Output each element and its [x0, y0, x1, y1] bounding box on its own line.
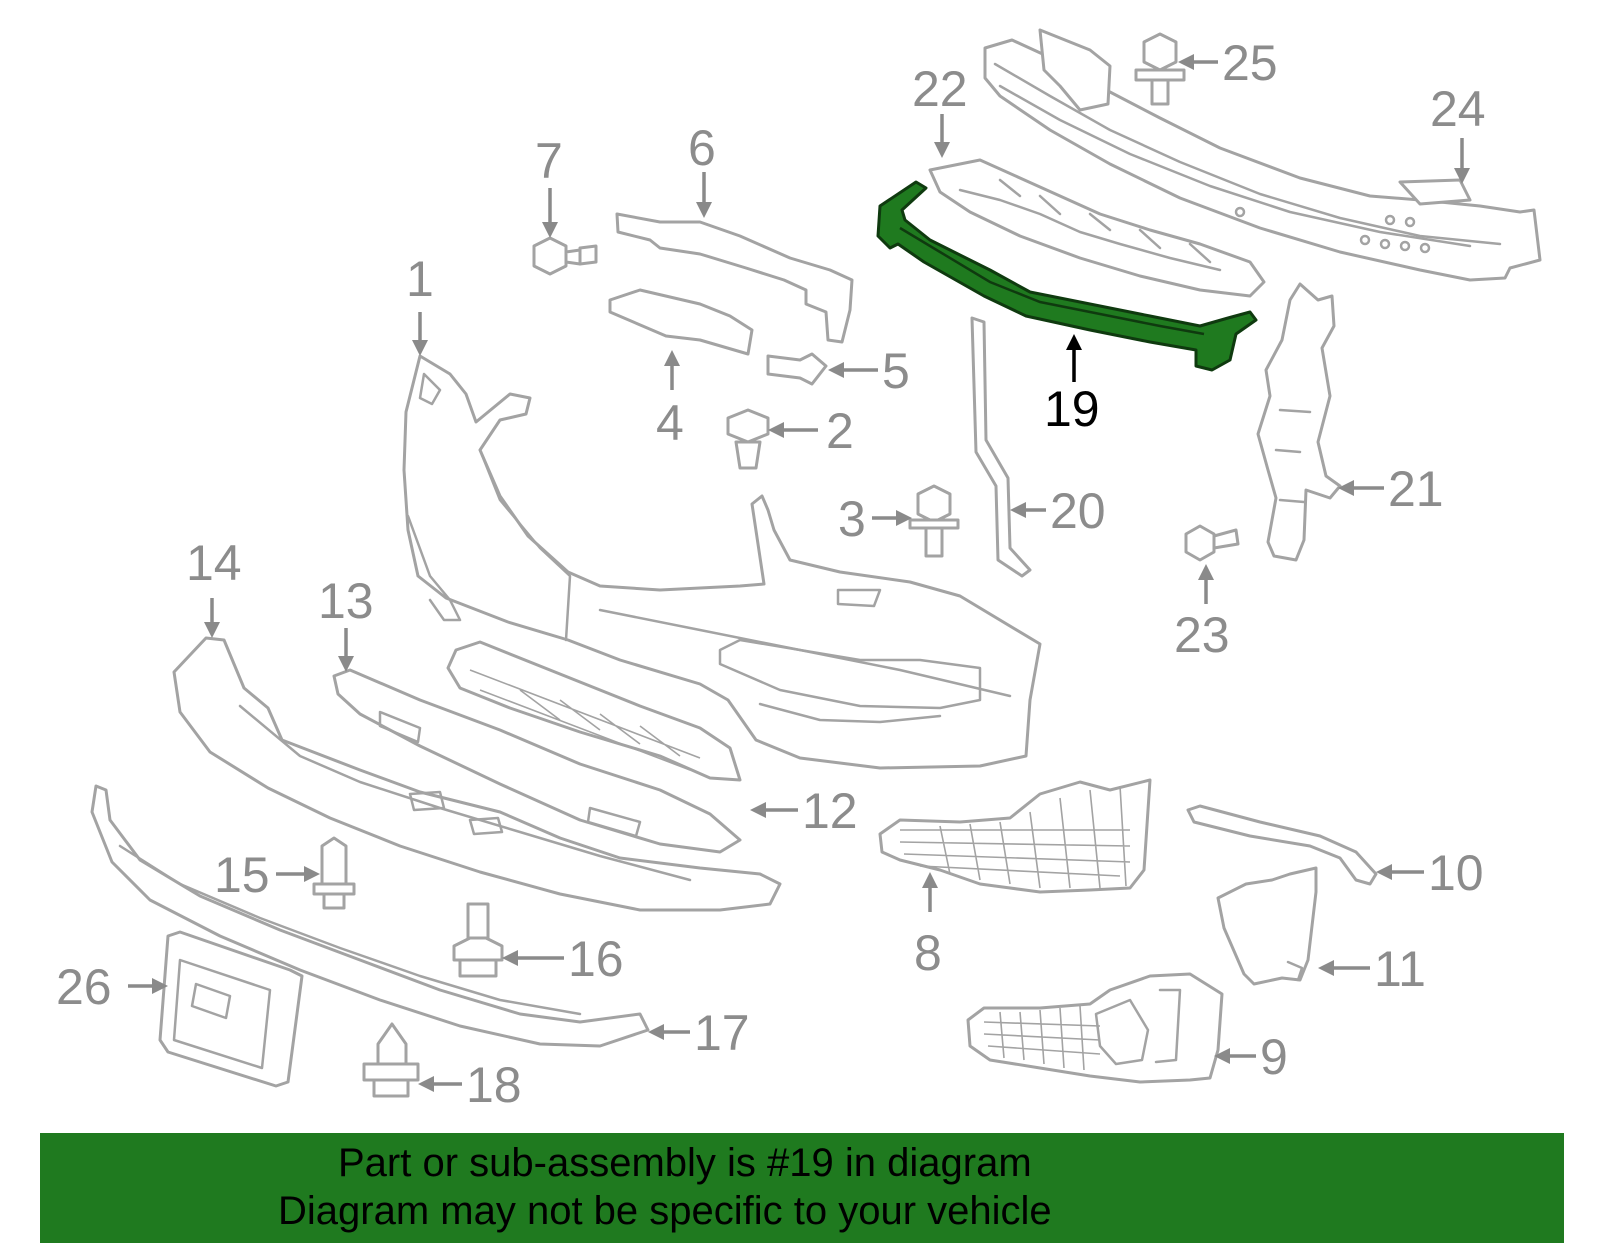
info-banner: Part or sub-assembly is #19 in diagram D… [40, 1133, 1564, 1243]
callout-3: 3 [838, 491, 866, 547]
part-26-license-bracket [158, 930, 304, 1088]
part-15-clip [312, 836, 356, 910]
part-23-bolt [1184, 524, 1240, 562]
part-20-side-strip [970, 316, 1032, 578]
callout-13: 13 [318, 573, 374, 629]
part-7-bolt [532, 236, 598, 276]
part-4-lower-bracket [608, 288, 754, 356]
callout-12: 12 [802, 783, 858, 839]
part-19-highlighted-bracket [876, 180, 1258, 372]
part-18-clip [362, 1022, 420, 1098]
part-12-lower-grille [332, 668, 742, 854]
callout-21: 21 [1388, 461, 1444, 517]
callout-leaders [128, 54, 1470, 1092]
callout-4: 4 [656, 395, 684, 451]
part-13-inner-grille [446, 640, 742, 782]
part-3-bolt [908, 484, 960, 558]
callout-22: 22 [912, 61, 968, 117]
callout-19-leader [1066, 334, 1082, 382]
part-6-upper-bracket [615, 212, 854, 344]
part-5-clip [766, 352, 828, 386]
part-24-reinforcement-beam [983, 28, 1542, 282]
part-25-bolt [1134, 32, 1186, 106]
callout-25: 25 [1222, 35, 1278, 91]
callout-18: 18 [466, 1057, 522, 1113]
part-17-lower-strip [90, 784, 650, 1048]
callout-1: 1 [406, 251, 434, 307]
part-8-fog-grille [878, 778, 1152, 894]
callout-8: 8 [914, 925, 942, 981]
callout-24: 24 [1430, 81, 1486, 137]
callout-10: 10 [1428, 845, 1484, 901]
callout-2: 2 [826, 403, 854, 459]
part-11-side-cover [1216, 866, 1318, 986]
callout-6: 6 [688, 120, 716, 176]
part-16-bolt [452, 902, 504, 978]
callout-16: 16 [568, 931, 624, 987]
part-2-clip [726, 408, 770, 470]
part-1-bumper-cover [402, 354, 1042, 770]
banner-part-note: Part or sub-assembly is #19 in diagram [338, 1141, 1032, 1185]
callout-5: 5 [882, 343, 910, 399]
part-9-fog-grille-right [966, 972, 1224, 1084]
callout-26: 26 [56, 959, 112, 1015]
callout-11: 11 [1374, 941, 1426, 997]
callout-19: 19 [1044, 381, 1100, 437]
banner-disclaimer: Diagram may not be specific to your vehi… [278, 1189, 1052, 1233]
callout-23: 23 [1174, 607, 1230, 663]
callout-7: 7 [535, 133, 563, 189]
callout-15: 15 [214, 847, 270, 903]
part-14-lower-spoiler [172, 636, 782, 912]
callout-20: 20 [1050, 483, 1106, 539]
part-22-absorber [928, 158, 1266, 298]
callout-14: 14 [186, 535, 242, 591]
part-21-side-bracket [1256, 282, 1342, 562]
callout-17: 17 [694, 1005, 750, 1061]
callout-9: 9 [1260, 1029, 1288, 1085]
part-10-trim-strip [1186, 804, 1378, 886]
